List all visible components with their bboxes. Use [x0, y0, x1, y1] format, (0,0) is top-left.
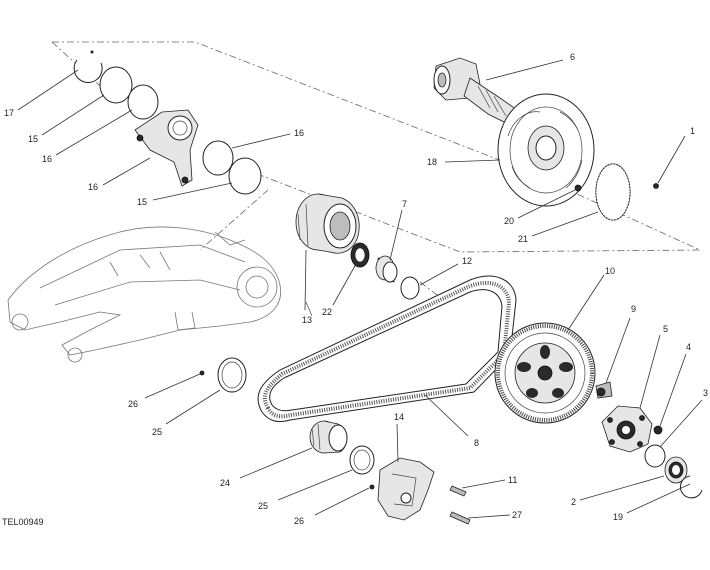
part-bolt-21 [574, 184, 582, 192]
callout-8: 8 [474, 438, 479, 448]
callout-11: 11 [508, 475, 517, 485]
drawing-code: TEL00949 [2, 517, 44, 527]
callout-24: 24 [220, 478, 230, 488]
leader-lines [17, 59, 703, 519]
callout-4: 4 [686, 342, 691, 352]
part-screw-11 [449, 485, 467, 497]
callout-1: 1 [690, 126, 695, 136]
part-nut [653, 425, 663, 435]
part-stud [595, 381, 613, 399]
callout-25: 25 [258, 501, 268, 511]
callout-3: 3 [703, 388, 708, 398]
callout-labels: 17 15 16 16 15 16 6 1 18 20 21 7 12 10 9… [4, 52, 708, 526]
part-bearing [664, 456, 688, 484]
callout-17: 16 [88, 182, 98, 192]
swingarm [7, 226, 282, 363]
callout-15: 15 [137, 197, 147, 207]
part-ring-upper [217, 357, 247, 393]
part-spacer [375, 255, 398, 283]
part-rings-right [202, 140, 262, 195]
callout-25: 25 [152, 427, 162, 437]
part-circlip-20 [679, 475, 703, 499]
callout-26: 26 [128, 399, 138, 409]
callout-12: 12 [462, 256, 472, 266]
callout-16: 16 [42, 154, 52, 164]
part-screw-1 [653, 183, 659, 189]
part-small-bolts [199, 370, 375, 490]
part-seal [350, 242, 370, 268]
part-pin [305, 301, 313, 317]
part-cover [377, 457, 435, 521]
callout-2: 2 [571, 497, 576, 507]
callout-18: 17 [4, 108, 14, 118]
callout-13: 13 [302, 315, 312, 325]
callout-15: 15 [28, 134, 38, 144]
callout-5: 5 [663, 324, 668, 334]
part-front-pulley [309, 420, 348, 454]
part-hub [433, 57, 521, 127]
part-belt [257, 275, 517, 423]
callout-19: 18 [427, 157, 437, 167]
part-ring-lower [349, 445, 375, 475]
callout-27: 27 [512, 510, 522, 520]
callout-6: 6 [570, 52, 575, 62]
callout-26: 26 [294, 516, 304, 526]
part-ring [400, 276, 420, 300]
part-brake-disc [497, 93, 595, 207]
part-rear-pulley [494, 322, 596, 424]
callout-7: 7 [402, 199, 407, 209]
part-bearing-housing [295, 193, 360, 254]
callout-16: 16 [294, 128, 304, 138]
callout-23: 22 [322, 307, 332, 317]
callout-21: 20 [504, 216, 514, 226]
part-tone-ring [595, 163, 631, 221]
callout-14: 14 [394, 412, 404, 422]
part-circlip [73, 50, 103, 83]
callout-20: 19 [613, 512, 623, 522]
part-bracket [134, 109, 199, 187]
part-washer [644, 444, 666, 468]
callout-10: 10 [605, 266, 615, 276]
part-screw-27 [449, 511, 471, 525]
part-rings-top [99, 66, 159, 120]
callout-9: 9 [631, 304, 636, 314]
callout-22: 21 [518, 234, 528, 244]
part-flange [601, 405, 653, 453]
